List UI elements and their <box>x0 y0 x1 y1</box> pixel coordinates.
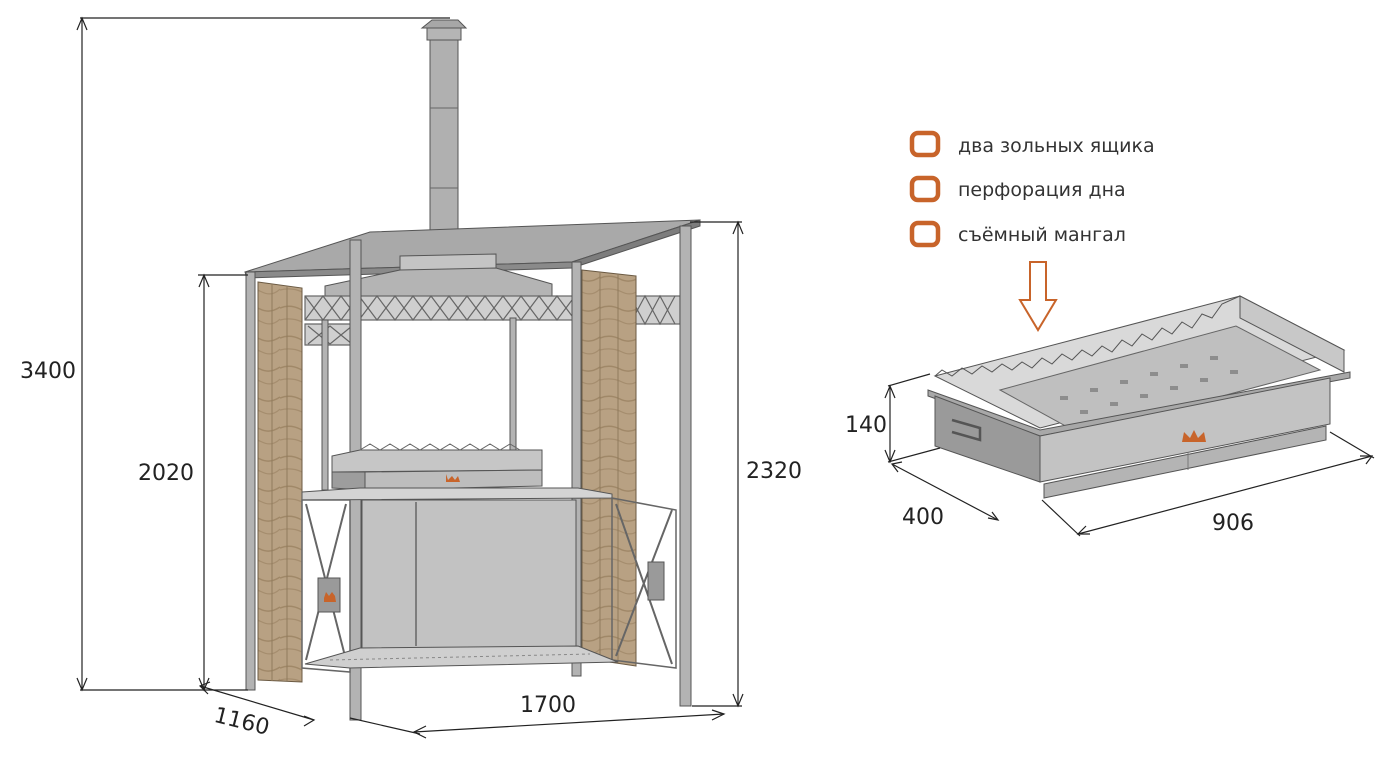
chimney <box>420 19 468 231</box>
feature-item: перфорация дна <box>909 175 1126 203</box>
dim-brazier-depth: 400 <box>902 505 944 530</box>
dim-front-height: 2020 <box>138 461 194 486</box>
arrow-down-icon <box>1018 261 1058 332</box>
dim-rear-height: 2320 <box>746 459 802 484</box>
grill-top <box>331 443 543 491</box>
feature-list: два зольных ящика перфорация дна съёмный… <box>909 130 1155 248</box>
dim-brazier-length: 906 <box>1212 511 1254 536</box>
dimension-lines-brazier <box>884 373 1375 537</box>
checkbox-icon <box>909 220 941 248</box>
checkbox-icon <box>909 130 941 158</box>
feature-item: съёмный мангал <box>909 220 1126 248</box>
hood <box>324 253 553 297</box>
dim-total-height: 3400 <box>20 359 76 384</box>
feature-label: два зольных ящика <box>958 135 1155 157</box>
dimension-lines-gazebo <box>76 16 744 739</box>
checkbox-icon <box>909 175 941 203</box>
wooden-side-panels <box>257 269 637 683</box>
feature-item: два зольных ящика <box>909 130 1155 158</box>
cabinet <box>301 487 677 673</box>
feature-label: перфорация дна <box>958 179 1126 201</box>
dim-brazier-height: 140 <box>845 413 887 438</box>
dim-depth: 1160 <box>211 703 271 741</box>
dim-width: 1700 <box>520 693 576 718</box>
lower-shelf <box>304 645 619 669</box>
grill-gazebo-illustration <box>244 19 701 721</box>
feature-label: съёмный мангал <box>958 224 1126 246</box>
brazier-illustration <box>927 295 1351 499</box>
